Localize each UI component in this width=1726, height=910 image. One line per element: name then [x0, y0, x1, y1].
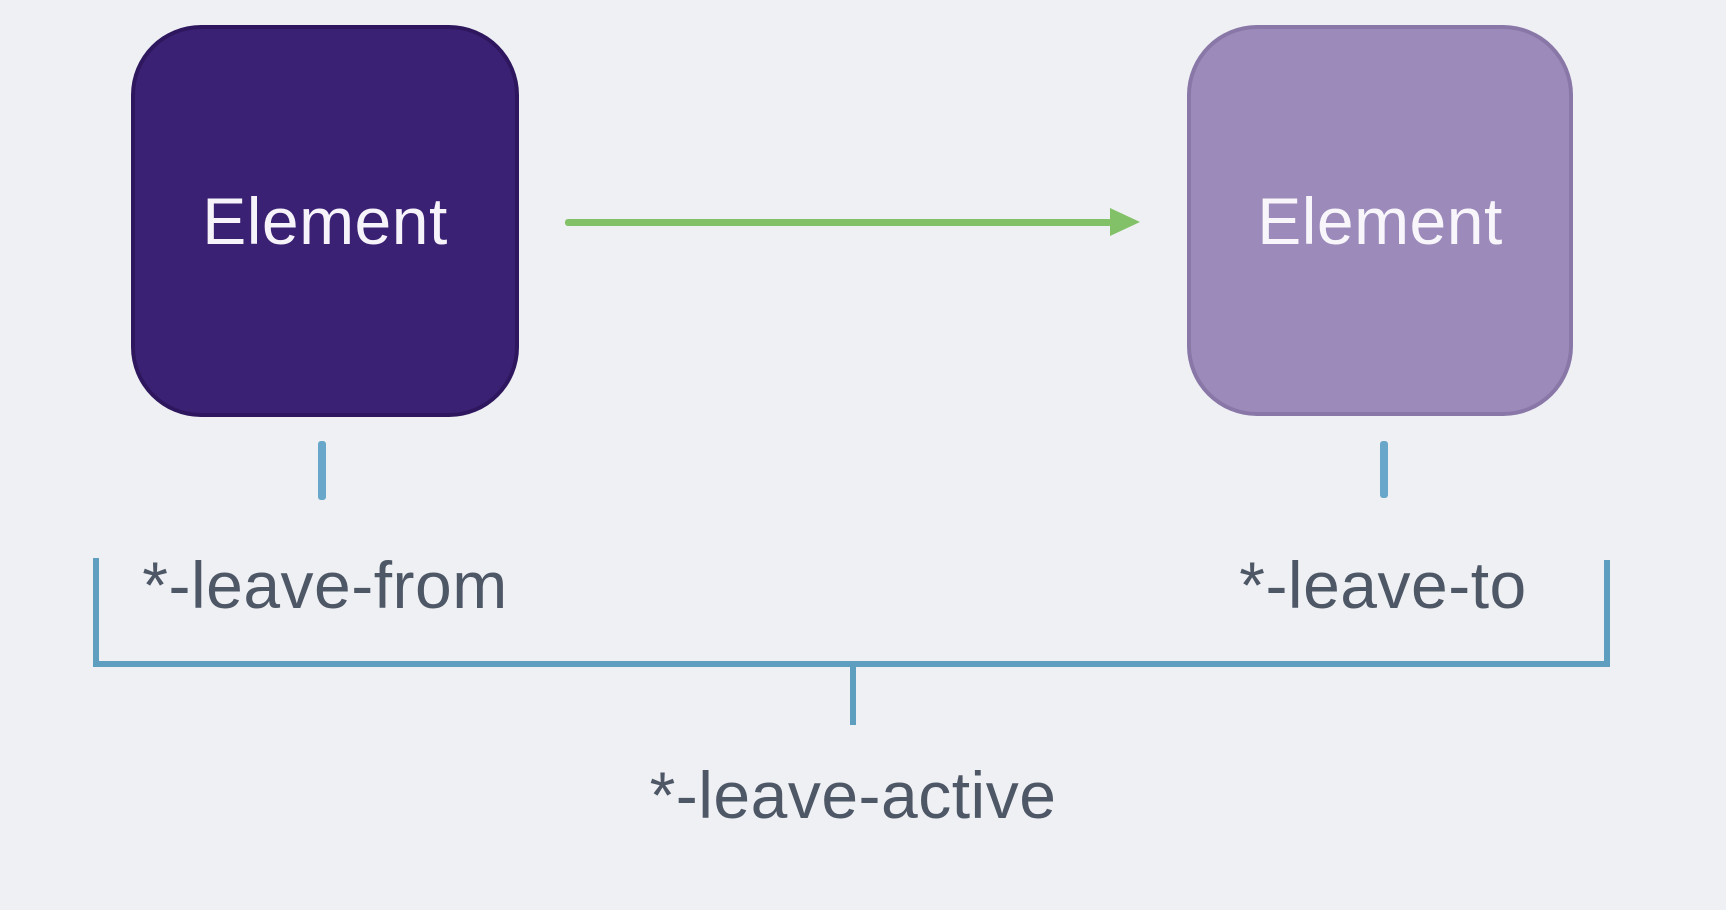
element-box-leave-from: Element [131, 25, 519, 417]
label-leave-to: *-leave-to [1239, 548, 1527, 622]
transition-arrow-head-icon [1110, 208, 1140, 236]
transition-arrow-line [565, 219, 1112, 226]
label-leave-from: *-leave-from [142, 548, 508, 622]
element-box-leave-to: Element [1187, 25, 1573, 416]
element-box-leave-to-label: Element [1257, 183, 1503, 258]
bracket-left-end [93, 558, 99, 665]
bracket-horizontal-line [93, 661, 1610, 667]
label-leave-active: *-leave-active [649, 758, 1057, 832]
connector-tick-leave-from [318, 441, 326, 500]
element-box-leave-from-label: Element [202, 184, 448, 258]
connector-tick-leave-to [1380, 441, 1388, 498]
bracket-center-stem [850, 667, 856, 725]
bracket-right-end [1604, 560, 1610, 665]
